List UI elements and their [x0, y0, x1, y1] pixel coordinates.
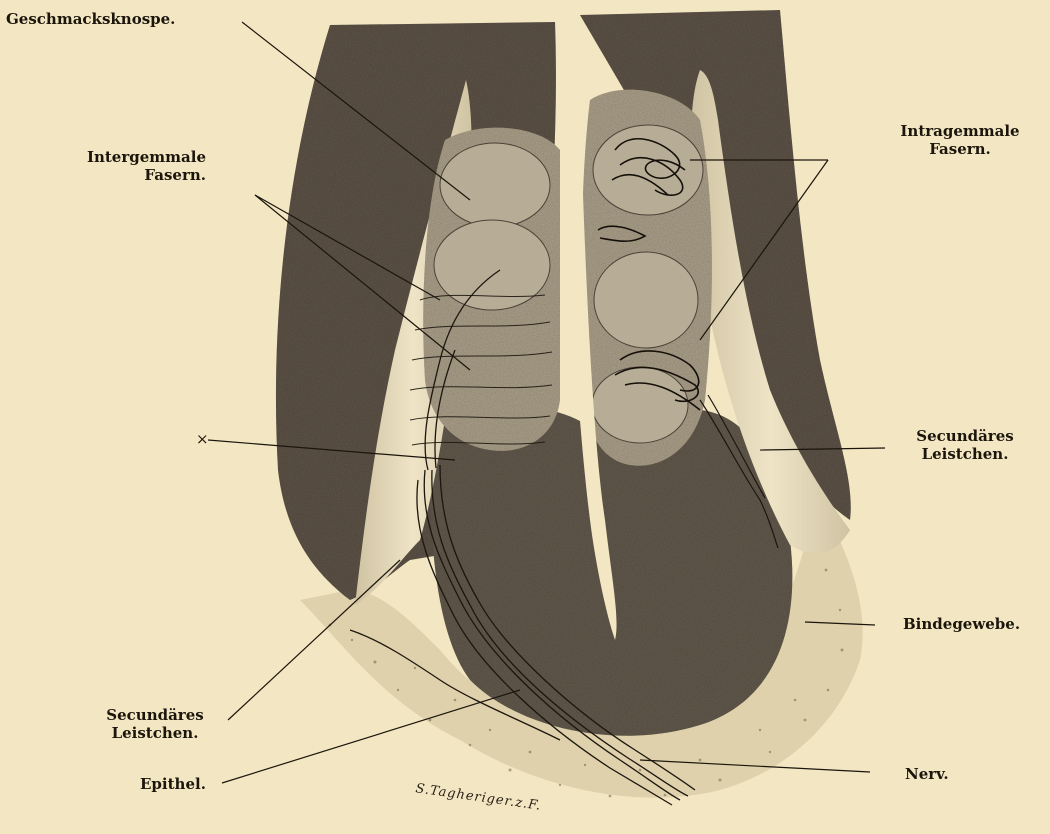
label-intragemmale-line2: Fasern.	[900, 140, 1020, 158]
label-secundaeres-right-line1: Secundäres	[895, 427, 1035, 445]
label-secundaeres-right-line2: Leistchen.	[895, 445, 1035, 463]
label-intragemmale-fasern: Intragemmale Fasern.	[900, 122, 1020, 158]
taste-bud	[593, 125, 703, 215]
label-secundaeres-leistchen-right: Secundäres Leistchen.	[895, 427, 1035, 463]
taste-bud	[440, 143, 550, 227]
label-bindegewebe: Bindegewebe.	[903, 615, 1020, 633]
label-nerv: Nerv.	[905, 765, 949, 783]
label-intergemmale-line2: Fasern.	[60, 166, 206, 184]
label-secundaeres-left-line2: Leistchen.	[90, 724, 220, 742]
label-secundaeres-left-line1: Secundäres	[90, 706, 220, 724]
label-geschmacksknospe: Geschmacksknospe.	[6, 10, 175, 28]
label-intergemmale-fasern: Intergemmale Fasern.	[60, 148, 206, 184]
label-secundaeres-leistchen-left: Secundäres Leistchen.	[90, 706, 220, 742]
label-intragemmale-line1: Intragemmale	[900, 122, 1020, 140]
label-cross-mark: ×	[196, 430, 209, 448]
label-intergemmale-line1: Intergemmale	[60, 148, 206, 166]
taste-bud	[594, 252, 698, 348]
label-epithel: Epithel.	[140, 775, 206, 793]
taste-bud	[592, 367, 688, 443]
